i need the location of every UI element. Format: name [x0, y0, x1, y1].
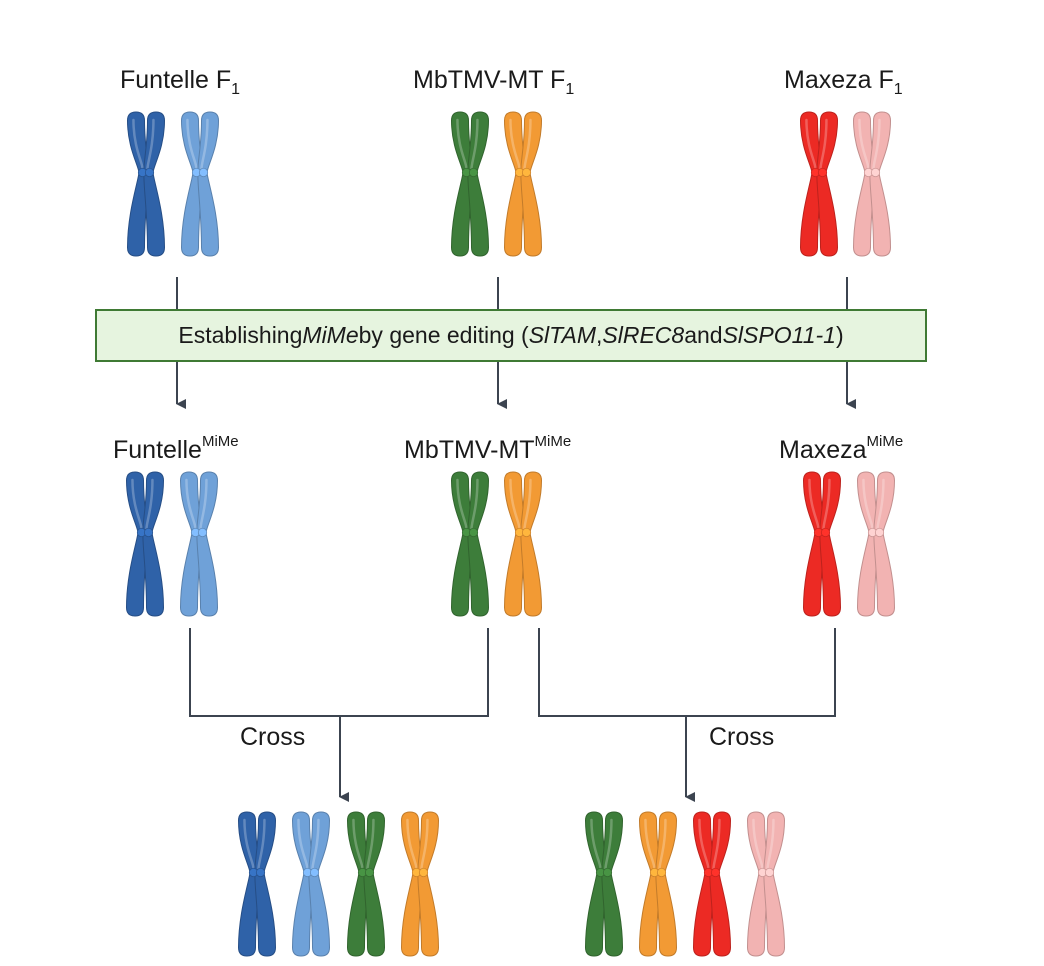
gene-editing-box: Establishing MiMe by gene editing (SlTAM… [95, 309, 927, 362]
hybrid2-chromosome-1 [584, 811, 624, 957]
maxeza-f1-label: Maxeza F1 [784, 66, 903, 98]
maxeza-mime-chromosome-a [802, 471, 842, 617]
funtelle-f1-chromosome-a [126, 111, 166, 257]
left-cross-label: Cross [240, 723, 306, 751]
funtelle-f1-label: Funtelle F1 [120, 66, 241, 98]
hybrid2-chromosome-2 [638, 811, 678, 957]
mbtmv-mime-chromosome-a [450, 471, 490, 617]
hybrid2-chromosome-4 [746, 811, 786, 957]
funtelle-mime-chromosome-a [125, 471, 165, 617]
mbtmv-f1-label: MbTMV-MT F1 [413, 66, 575, 98]
funtelle-f1-chromosome-b [180, 111, 220, 257]
mbtmv-mime-chromosome-b [503, 471, 543, 617]
hybrid2-chromosome-3 [692, 811, 732, 957]
maxeza-mime-chromosome-b [856, 471, 896, 617]
mbtmv-f1-chromosome-a [450, 111, 490, 257]
maxeza-mime-label: MaxezaMiMe [779, 433, 904, 464]
hybrid1-chromosome-2 [291, 811, 331, 957]
maxeza-f1-chromosome-b [852, 111, 892, 257]
funtelle-mime-chromosome-b [179, 471, 219, 617]
hybrid1-chromosome-4 [400, 811, 440, 957]
maxeza-f1-chromosome-a [799, 111, 839, 257]
mbtmv-mime-label: MbTMV-MTMiMe [404, 433, 572, 464]
hybrid1-chromosome-1 [237, 811, 277, 957]
hybrid1-chromosome-3 [346, 811, 386, 957]
funtelle-mime-label: FuntelleMiMe [113, 433, 239, 464]
mbtmv-f1-chromosome-b [503, 111, 543, 257]
right-cross-label: Cross [709, 723, 775, 751]
